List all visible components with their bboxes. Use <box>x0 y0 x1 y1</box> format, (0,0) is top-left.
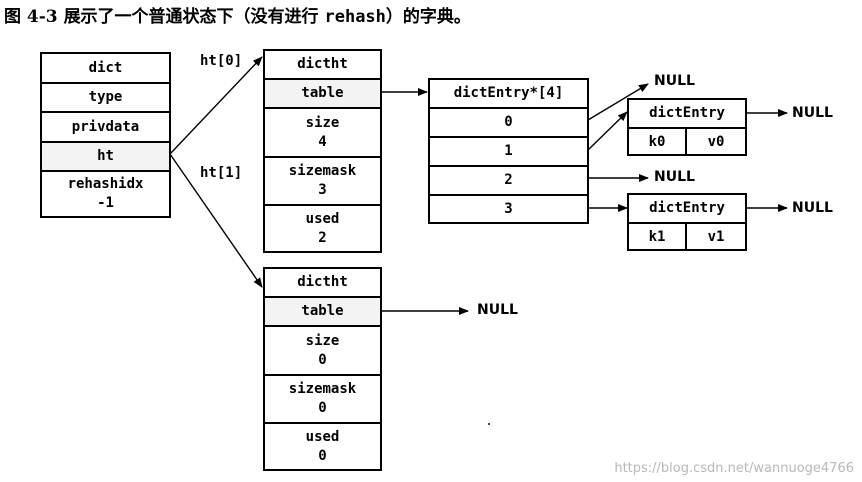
ht1-used-value: 0 <box>318 447 327 464</box>
ht1-size-value: 0 <box>318 351 327 368</box>
ht0-used-label: used <box>305 210 340 227</box>
ht0-title-cell: dictht <box>265 51 380 80</box>
arrow-ht-to-ht0 <box>169 56 263 155</box>
ht1-table-label: table <box>301 303 344 319</box>
arrow-ht-to-ht1 <box>169 153 263 288</box>
ht0-sizemask-cell: sizemask 3 <box>265 158 380 206</box>
dict-entry-0-key: k0 <box>629 129 687 154</box>
ht1-used-cell: used 0 <box>265 424 380 469</box>
null-index0: NULL <box>654 73 695 89</box>
dict-rehashidx-value: -1 <box>97 195 114 211</box>
arrow-index1-to-entry0 <box>587 111 628 151</box>
ht0-table-label: table <box>301 85 344 101</box>
dict-entry-1-title-cell: dictEntry <box>629 195 745 224</box>
stray-dot <box>488 423 490 425</box>
dict-entry-1-title: dictEntry <box>649 200 725 216</box>
arrow-index0-to-null <box>587 83 649 121</box>
table-array-index-3: 3 <box>430 196 587 222</box>
caption-text-after: ）的字典。 <box>385 7 471 27</box>
ht0-table-cell: table <box>265 80 380 109</box>
null-ht1-table: NULL <box>477 302 518 318</box>
table-array-index-label: 0 <box>504 114 513 130</box>
table-array-title-cell: dictEntry*[4] <box>430 80 587 109</box>
ht0-dictht: dictht table size 4 sizemask 3 used 2 <box>263 49 382 253</box>
ht0-sizemask-label: sizemask <box>288 163 357 179</box>
ht1-sizemask-label: sizemask <box>288 381 357 397</box>
ht1-title: dictht <box>297 274 348 290</box>
ht1-used-label: used <box>305 428 340 445</box>
ht0-sizemask-value: 3 <box>318 182 327 198</box>
dict-entry-0-title-cell: dictEntry <box>629 100 745 129</box>
table-array-index-label: 2 <box>504 172 513 188</box>
dict-ht-label: ht <box>97 148 114 164</box>
dict-entry-1-key: k1 <box>629 224 687 249</box>
dict-title-cell: dict <box>42 54 169 84</box>
ht1-label: ht[1] <box>200 165 243 181</box>
dict-entry-1-kv-row: k1 v1 <box>629 224 745 249</box>
dict-privdata-label: privdata <box>71 118 140 135</box>
ht1-title-cell: dictht <box>265 269 380 298</box>
ht1-dictht: dictht table size 0 sizemask 0 used 0 <box>263 267 382 471</box>
dict-title: dict <box>88 59 123 76</box>
dict-entry-0-kv-row: k0 v0 <box>629 129 745 154</box>
null-entry1-next: NULL <box>792 200 833 216</box>
null-index2: NULL <box>654 169 695 185</box>
dict-type-label: type <box>88 89 123 105</box>
ht1-size-label: size <box>305 332 340 349</box>
table-array-index-label: 3 <box>504 200 513 217</box>
figure-caption: 图 4-3 展示了一个普通状态下（没有进行 rehash）的字典。 <box>4 2 844 32</box>
dict-entry-1: dictEntry k1 v1 <box>627 193 747 251</box>
ht1-sizemask-value: 0 <box>318 400 327 416</box>
dict-ht-cell: ht <box>42 143 169 172</box>
dict-rehashidx-label: rehashidx <box>67 176 144 192</box>
caption-code: rehash <box>324 7 386 27</box>
watermark: https://blog.csdn.net/wannuoge4766 <box>614 461 854 476</box>
table-array: dictEntry*[4] 0 1 2 3 <box>428 78 589 224</box>
table-array-index-0: 0 <box>430 109 587 138</box>
dict-struct: dict type privdata ht rehashidx -1 <box>40 52 171 218</box>
dict-rehashidx-cell: rehashidx -1 <box>42 172 169 216</box>
ht0-size-label: size <box>305 114 340 131</box>
ht0-title: dictht <box>297 56 348 72</box>
dict-entry-1-value: v1 <box>707 228 725 245</box>
dict-type-cell: type <box>42 84 169 113</box>
figure-number: 图 4-3 <box>4 7 58 27</box>
caption-text-before: 展示了一个普通状态下（没有进行 <box>63 7 319 27</box>
table-array-index-label: 1 <box>504 143 513 159</box>
ht0-size-cell: size 4 <box>265 109 380 158</box>
ht1-size-cell: size 0 <box>265 327 380 376</box>
table-array-title: dictEntry*[4] <box>453 85 564 101</box>
ht1-sizemask-cell: sizemask 0 <box>265 376 380 424</box>
ht0-used-value: 2 <box>318 229 327 246</box>
dict-privdata-cell: privdata <box>42 113 169 143</box>
ht0-used-cell: used 2 <box>265 206 380 251</box>
ht1-table-cell: table <box>265 298 380 327</box>
dict-entry-0-title: dictEntry <box>649 105 725 121</box>
null-entry0-next: NULL <box>792 105 833 121</box>
table-array-index-1: 1 <box>430 138 587 167</box>
ht0-label: ht[0] <box>200 53 243 69</box>
ht0-size-value: 4 <box>318 133 327 150</box>
dict-entry-0-value: v0 <box>707 133 725 150</box>
dict-entry-0: dictEntry k0 v0 <box>627 98 747 156</box>
table-array-index-2: 2 <box>430 167 587 196</box>
